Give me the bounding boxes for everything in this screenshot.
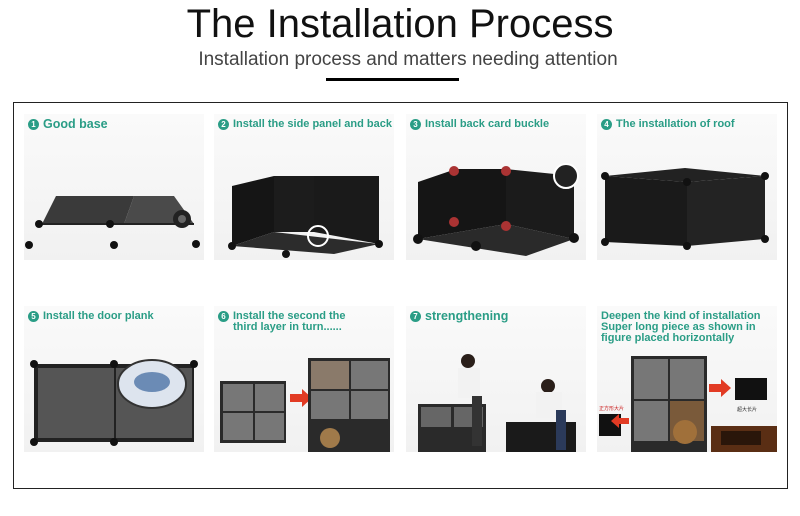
step-caption-8: Deepen the kind of installation Super lo…	[601, 310, 761, 344]
door-plank-illustration	[30, 359, 198, 446]
side-back-panels-illustration	[228, 176, 383, 258]
page-title: The Installation Process	[186, 2, 614, 46]
strengthening-illustration	[418, 354, 576, 452]
step-number-badge: 5	[28, 311, 39, 322]
second-layer-illustration	[220, 358, 390, 452]
steps-frame	[13, 102, 788, 489]
arrow-icon	[611, 414, 629, 428]
long-piece-label: 超大长片	[737, 406, 757, 413]
step-number-badge: 7	[410, 311, 421, 322]
step-panel-8: Deepen the kind of installation Super lo…	[597, 306, 777, 452]
long-piece-illustration: 正方形大片 超大长片	[599, 356, 777, 452]
arrow-icon	[709, 379, 731, 397]
teddy-bear-icon	[673, 420, 697, 444]
arrow-icon	[290, 389, 312, 407]
base-panels-illustration	[25, 196, 200, 249]
step-number-badge: 6	[218, 311, 229, 322]
step-number-badge: 3	[410, 119, 421, 130]
page-subtitle: Installation process and matters needing…	[198, 49, 618, 70]
back-buckle-illustration	[413, 163, 579, 256]
step-number-badge: 2	[218, 119, 229, 130]
roof-illustration	[601, 168, 769, 250]
square-piece-label: 正方形大片	[599, 405, 624, 412]
step-number-badge: 4	[601, 119, 612, 130]
title-underline	[326, 78, 459, 81]
step-number-badge: 1	[28, 119, 39, 130]
